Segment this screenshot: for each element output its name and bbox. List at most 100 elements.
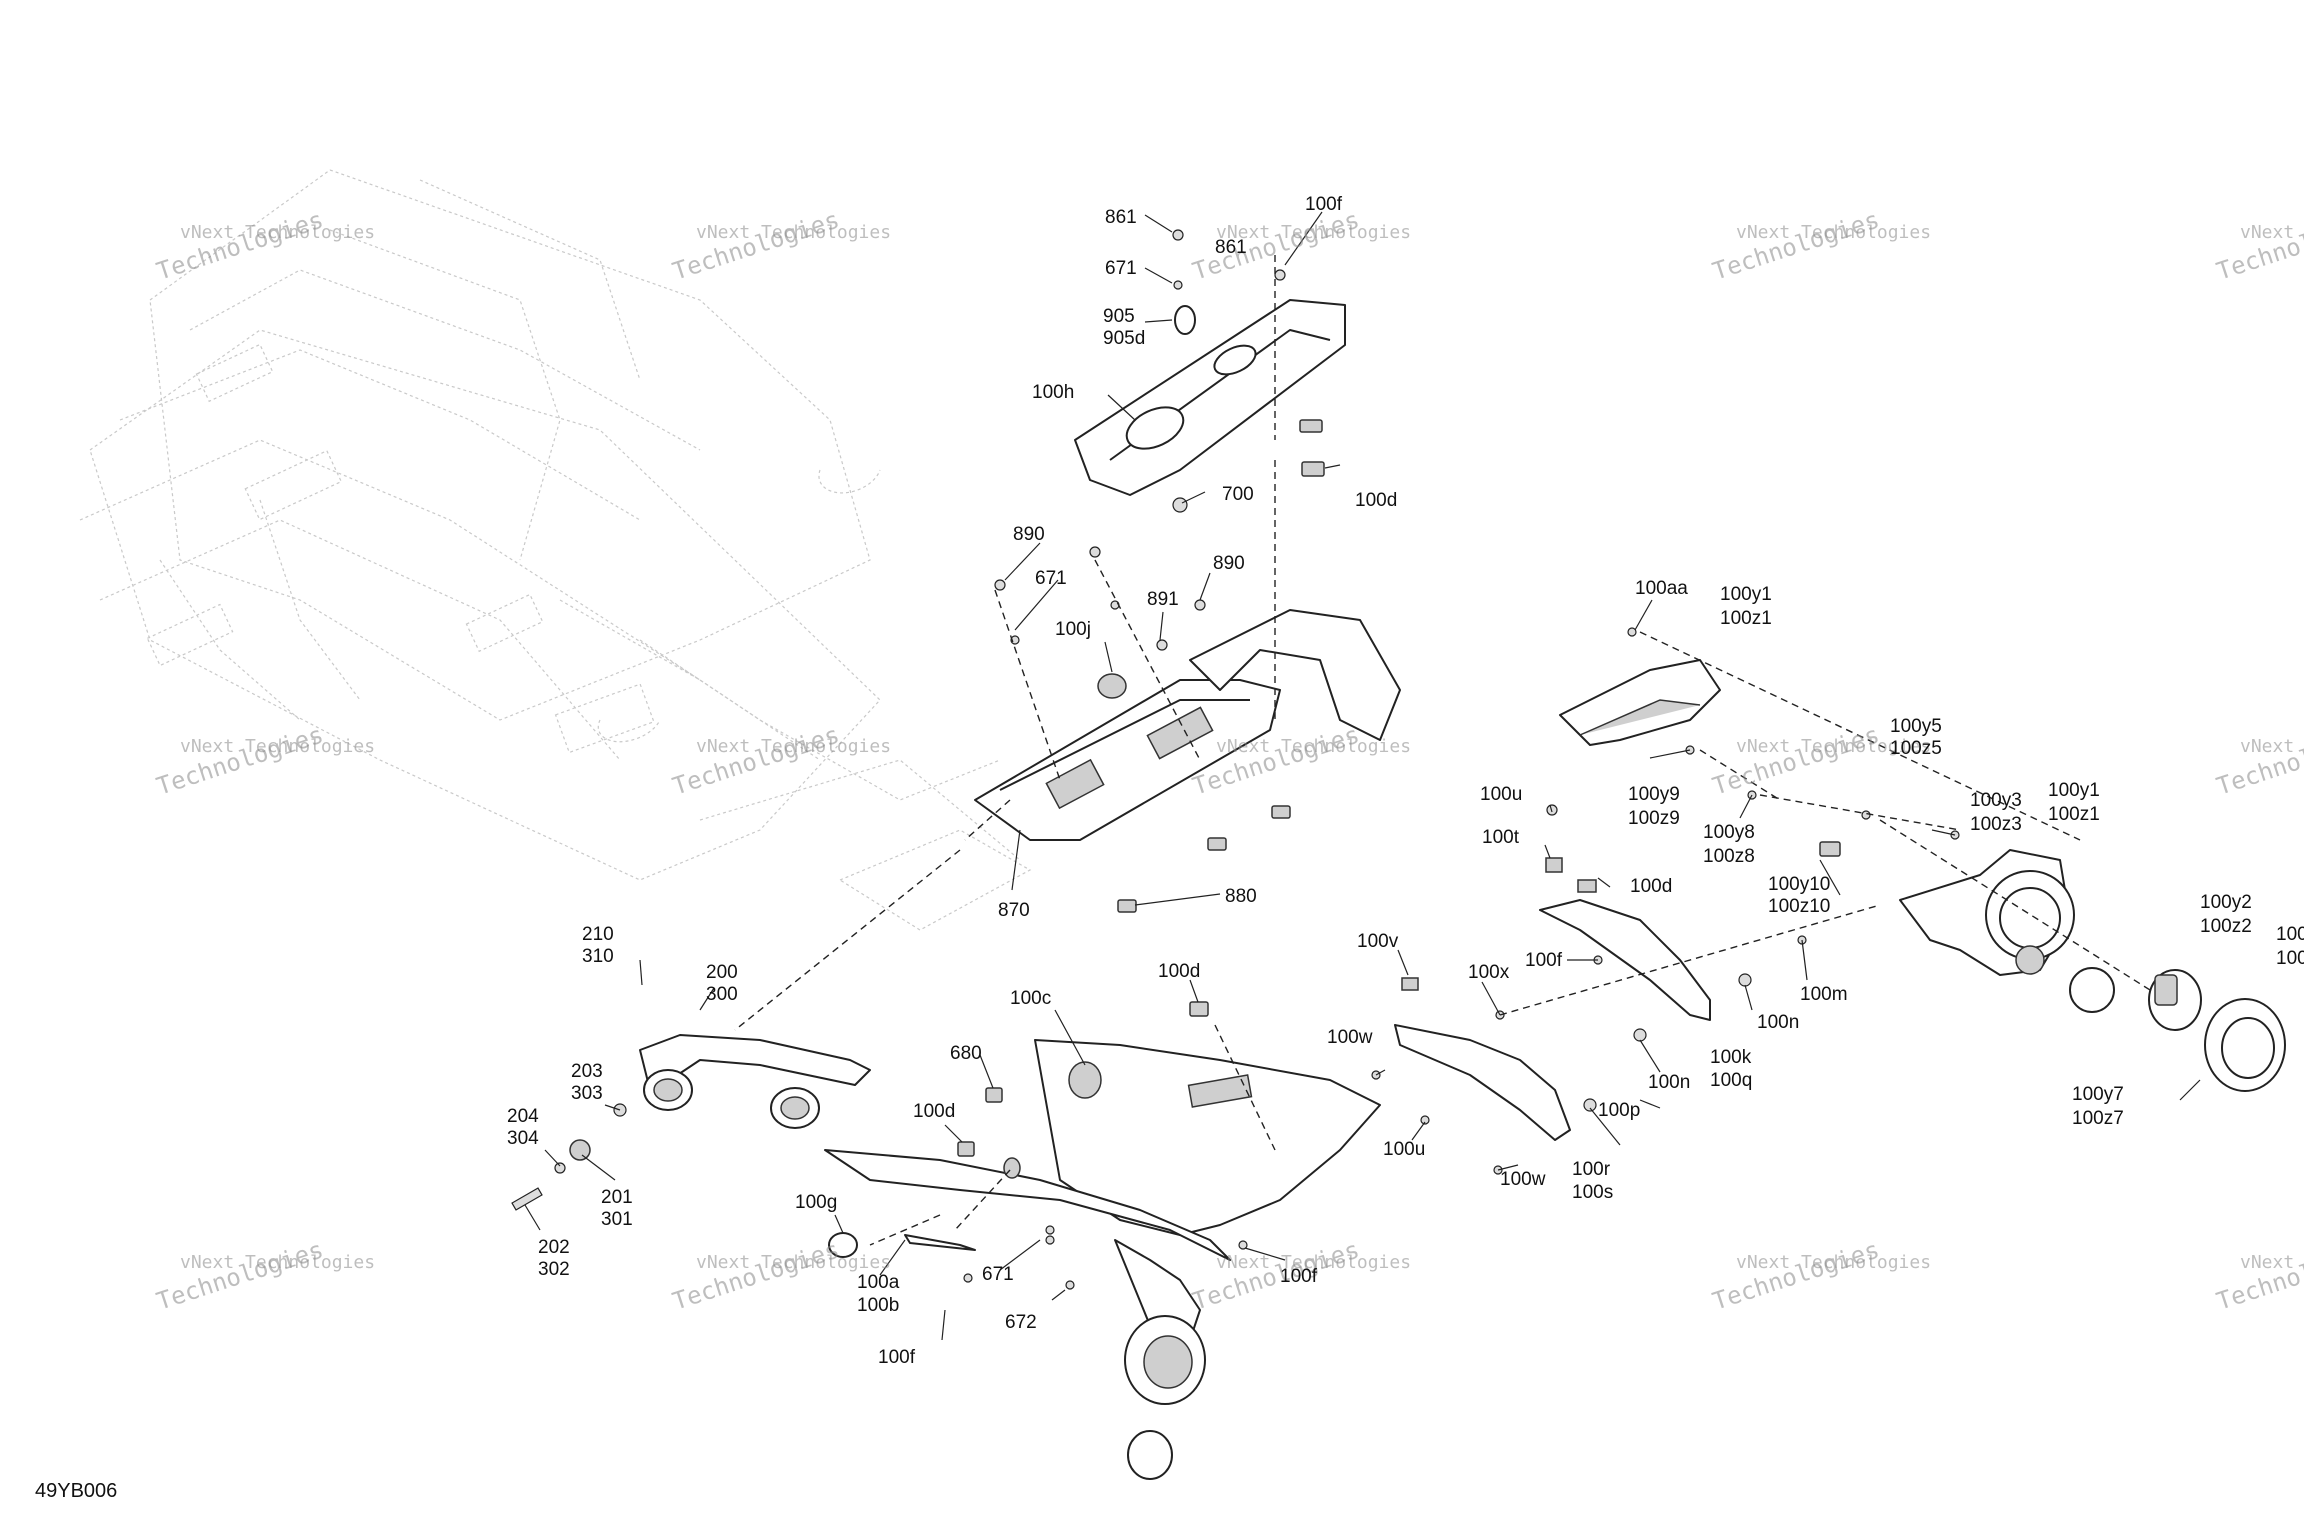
svg-text:Technologies: Technologies bbox=[153, 720, 327, 800]
callout-100y8: 100y8 bbox=[1703, 822, 1755, 843]
svg-text:Technologies: Technologies bbox=[2213, 205, 2304, 285]
callout-100y9: 100y9 bbox=[1628, 784, 1680, 805]
callout-302: 302 bbox=[538, 1259, 570, 1280]
svg-text:vNext Technologies: vNext Technologies bbox=[1216, 222, 1411, 243]
callout-100a: 100a bbox=[857, 1272, 900, 1293]
svg-text:vNext Technologies: vNext Technologies bbox=[1736, 1252, 1931, 1273]
callout-100z9: 100z9 bbox=[1628, 808, 1680, 829]
callout-671: 671 bbox=[982, 1264, 1014, 1285]
cap-100j bbox=[1097, 673, 1127, 699]
callout-100t: 100t bbox=[1482, 827, 1520, 848]
callout-202: 202 bbox=[538, 1237, 570, 1258]
svg-text:vNext Technologies: vNext Technologies bbox=[180, 1252, 375, 1273]
callout-100aa: 100aa bbox=[1635, 578, 1688, 599]
callout-100y1: 100y1 bbox=[1720, 584, 1772, 605]
svg-text:vNext Technologies: vNext Technologies bbox=[1736, 222, 1931, 243]
diagram-code: 49YB006 bbox=[35, 1480, 117, 1502]
svg-text:vNext Technologies: vNext Technologies bbox=[696, 736, 891, 757]
callout-100c: 100c bbox=[1010, 988, 1051, 1009]
svg-text:Technologies: Technologies bbox=[2213, 1235, 2304, 1315]
callout-300: 300 bbox=[706, 984, 738, 1005]
svg-text:Technologies: Technologies bbox=[669, 720, 843, 800]
callout-880: 880 bbox=[1225, 886, 1257, 907]
callout-100k: 100k bbox=[1710, 1047, 1752, 1068]
callout-100y10: 100y10 bbox=[1768, 874, 1830, 895]
svg-text:Technologies: Technologies bbox=[1709, 720, 1883, 800]
callout-680: 680 bbox=[950, 1043, 982, 1064]
callout-204: 204 bbox=[507, 1106, 539, 1127]
callout-100z10: 100z10 bbox=[1768, 896, 1830, 917]
svg-text:Technologies: Technologies bbox=[1709, 205, 1883, 285]
svg-text:Technologies: Technologies bbox=[669, 205, 843, 285]
svg-text:vNext Technologies: vNext Technologies bbox=[696, 1252, 891, 1273]
callout-100d: 100d bbox=[1355, 490, 1397, 511]
callout-304: 304 bbox=[507, 1128, 539, 1149]
callout-100z2: 100z2 bbox=[2200, 916, 2252, 937]
callout-100z1: 100z1 bbox=[2048, 804, 2100, 825]
callout-100f: 100f bbox=[1525, 950, 1563, 971]
callout-890: 890 bbox=[1213, 553, 1245, 574]
callout-100h: 100h bbox=[1032, 382, 1074, 403]
callout-861: 861 bbox=[1105, 207, 1137, 228]
callout-100f: 100f bbox=[878, 1347, 916, 1368]
callout-100w: 100w bbox=[1327, 1027, 1373, 1048]
callout-100u: 100u bbox=[1383, 1139, 1425, 1160]
callout-100z1: 100z1 bbox=[1720, 608, 1772, 629]
callout-100b: 100b bbox=[857, 1295, 899, 1316]
callout-100z7: 100z7 bbox=[2072, 1108, 2124, 1129]
callout-100y5: 100y5 bbox=[1890, 716, 1942, 737]
callout-100z3: 100z3 bbox=[1970, 814, 2022, 835]
callout-100u: 100u bbox=[1480, 784, 1522, 805]
grab-handle-200 bbox=[511, 1034, 871, 1211]
bracket-100k bbox=[1539, 857, 1711, 1021]
bracket-100r bbox=[1394, 977, 1571, 1141]
callout-100x: 100x bbox=[1468, 962, 1510, 983]
svg-text:Technologies: Technologies bbox=[153, 205, 327, 285]
callout-303: 303 bbox=[571, 1083, 603, 1104]
callout-891: 891 bbox=[1147, 589, 1179, 610]
callout-671: 671 bbox=[1105, 258, 1137, 279]
callout-100r: 100r bbox=[1572, 1159, 1611, 1180]
mirror-housing-lower bbox=[1819, 841, 2286, 1101]
svg-text:vNext Technologies: vNext Technologies bbox=[180, 222, 375, 243]
callout-700: 700 bbox=[1222, 484, 1254, 505]
lower-panel-100c bbox=[824, 1001, 1381, 1480]
svg-text:vNext Technologies: vNext Technologies bbox=[1216, 1252, 1411, 1273]
callout-100q: 100q bbox=[1710, 1070, 1752, 1091]
callout-100f: 100f bbox=[1305, 194, 1343, 215]
callout-310: 310 bbox=[582, 946, 614, 967]
svg-text:Technologies: Technologies bbox=[1709, 1235, 1883, 1315]
callout-100y7: 100y7 bbox=[2072, 1084, 2124, 1105]
svg-text:Technologies: Technologies bbox=[2213, 720, 2304, 800]
callout-870: 870 bbox=[998, 900, 1030, 921]
callout-100j: 100j bbox=[1055, 619, 1091, 640]
ghost-frame-outline bbox=[79, 169, 1032, 931]
callout-100y1: 100y1 bbox=[2048, 780, 2100, 801]
svg-text:vNext Technologies: vNext Technologies bbox=[180, 736, 375, 757]
callout-100z8: 100z8 bbox=[1703, 846, 1755, 867]
leader-lines bbox=[524, 211, 1956, 1341]
callout-671: 671 bbox=[1035, 568, 1067, 589]
callout-861: 861 bbox=[1215, 237, 1247, 258]
callout-100m: 100m bbox=[1800, 984, 1848, 1005]
assembly-dash-lines bbox=[734, 255, 2151, 1246]
callout-100g: 100g bbox=[795, 1192, 837, 1213]
callout-100d: 100d bbox=[913, 1101, 955, 1122]
callout-301: 301 bbox=[601, 1209, 633, 1230]
callout-100n: 100n bbox=[1757, 1012, 1799, 1033]
clip-100d-top bbox=[1301, 461, 1325, 477]
svg-text:vNext Technologies: vNext Technologies bbox=[696, 222, 891, 243]
callout-672: 672 bbox=[1005, 1312, 1037, 1333]
callout-100v: 100v bbox=[1357, 931, 1399, 952]
callout-100n: 100n bbox=[1648, 1072, 1690, 1093]
callout-100s: 100s bbox=[1572, 1182, 1613, 1203]
svg-text:Technologies: Technologies bbox=[669, 1235, 843, 1315]
svg-text:Technologies: Technologies bbox=[153, 1235, 327, 1315]
